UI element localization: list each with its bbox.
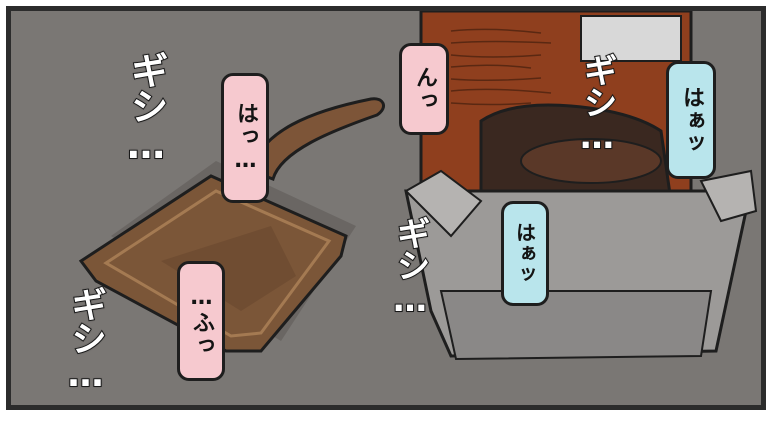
sfx-center: ギシ… (389, 215, 431, 319)
speech-bubble-box-center: はぁッ (501, 201, 549, 306)
sfx-right-top: ギシ… (576, 52, 618, 156)
comic-panel: ギシ… ギシ… ギシ… ギシ… はっ… …ふっ んっ はぁッ はぁッ (6, 6, 766, 410)
sfx-left-top: ギシ… (123, 50, 169, 166)
speech-bubble-box-right: はぁッ (666, 61, 716, 179)
speech-bubble-pouch-bottom: …ふっ (177, 261, 225, 381)
scene-drawing (78, 11, 758, 361)
pouch-strap (249, 97, 386, 181)
speech-bubble-box-left: んっ (399, 43, 449, 135)
sfx-left-bottom: ギシ… (64, 285, 107, 394)
speech-bubble-pouch-top: はっ… (221, 73, 269, 203)
